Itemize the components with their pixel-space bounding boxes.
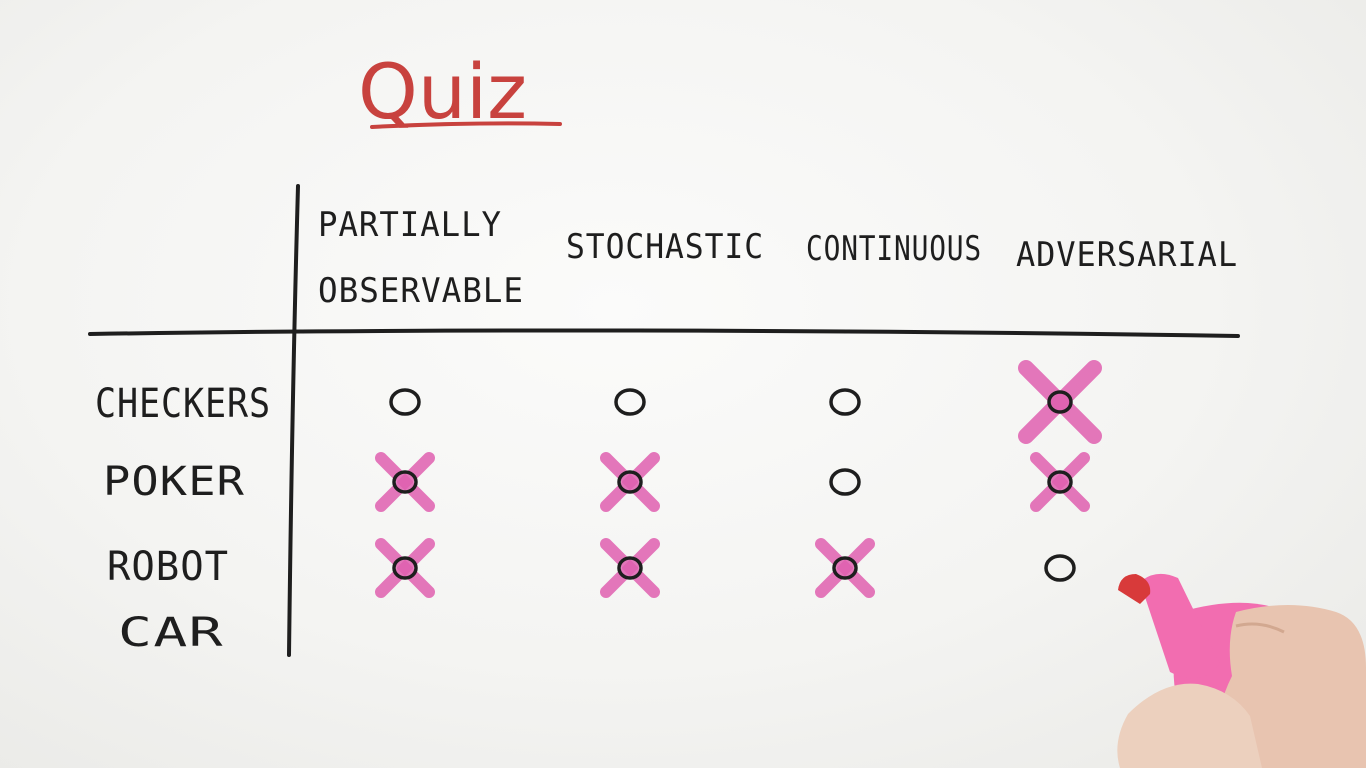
unchecked-cell [614,388,646,416]
row-header-checkers: CHECKERS [95,381,271,427]
highlighter-cross-stroke [1018,360,1102,444]
checked-cell [375,538,435,598]
unchecked-cell [829,468,861,496]
checked-cell [600,452,660,512]
title-underline [370,121,562,129]
column-header-partially-observable-line2: OBSERVABLE [318,271,524,311]
checked-cell [600,538,660,598]
checked-cell [815,538,875,598]
column-header-partially-observable-line1: PARTIALLY [318,205,502,245]
circle-mark [832,556,858,580]
highlighter-cross-stroke [375,538,435,598]
circle-mark [1047,390,1073,414]
table-vertical-line [287,184,300,657]
circle-mark [1044,554,1076,582]
row-header-poker: POKER [103,459,245,505]
hand-holding-marker [1117,605,1366,768]
circle-mark [389,388,421,416]
circle-mark [1047,470,1073,494]
circle-mark [392,470,418,494]
column-header-continuous: CONTINUOUS [806,229,982,269]
highlighter-cross-stroke [815,538,875,598]
highlighter-cross-stroke [600,538,660,598]
checked-cell [1030,452,1090,512]
circle-mark [617,556,643,580]
unchecked-cell [389,388,421,416]
highlighter-cross-stroke [1030,452,1090,512]
circle-mark [614,388,646,416]
row-header-robot: ROBOT [107,544,229,590]
circle-mark [829,468,861,496]
table-cells [375,360,1102,598]
column-header-adversarial: ADVERSARIAL [1016,235,1238,275]
row-header-car: CAR [118,610,224,656]
circle-mark [392,556,418,580]
unchecked-cell [1044,554,1076,582]
table-horizontal-line [88,328,1240,338]
unchecked-cell [829,388,861,416]
checked-cell [1018,360,1102,444]
highlighter-marker [1118,573,1313,740]
circle-mark [617,470,643,494]
highlighter-cross-stroke [375,452,435,512]
column-header-stochastic: STOCHASTIC [566,227,764,267]
checked-cell [375,452,435,512]
highlighter-cross-stroke [600,452,660,512]
circle-mark [829,388,861,416]
quiz-title: Quiz [358,47,527,136]
